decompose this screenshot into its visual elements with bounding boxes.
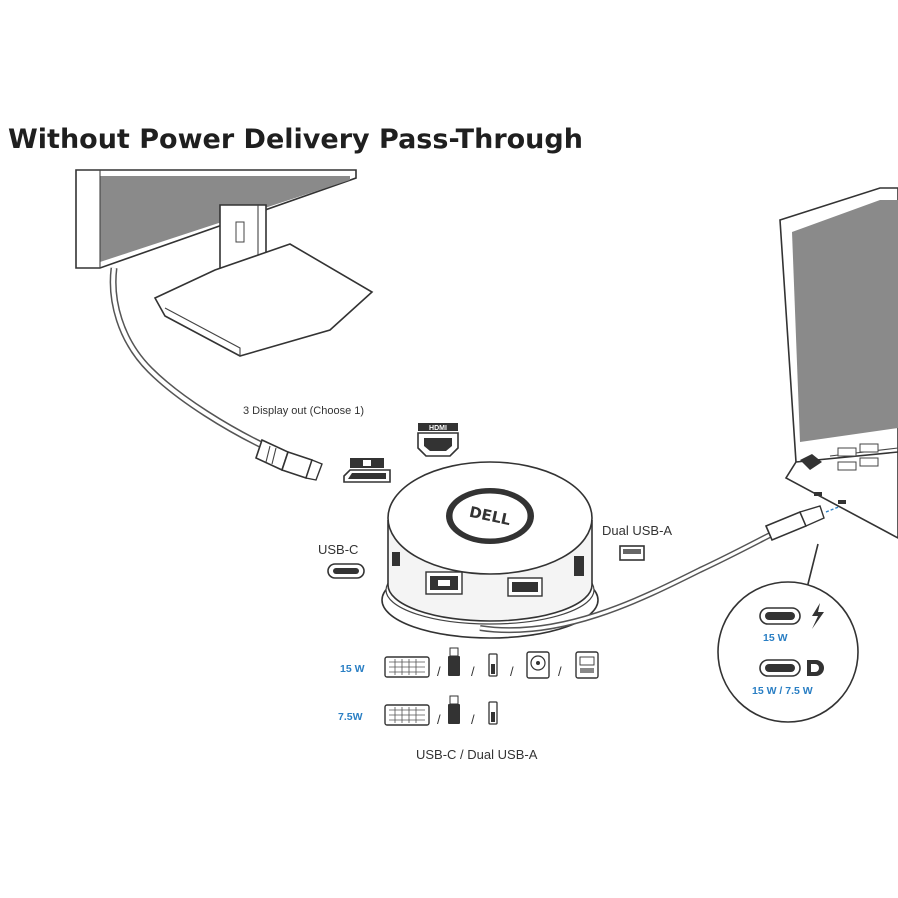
power-row-1-watt: 15 W — [340, 663, 365, 675]
display-connector — [255, 438, 323, 481]
usba-port-icon — [619, 545, 645, 561]
display-out-label: 3 Display out (Choose 1) — [243, 405, 364, 417]
callout-thunderbolt-watt: 15 W — [763, 632, 788, 644]
usbc-port-label: USB-C — [318, 542, 358, 557]
usbc-port-icon — [327, 563, 365, 579]
page-title: Without Power Delivery Pass-Through — [8, 124, 583, 155]
hard-disk-icon — [526, 651, 550, 679]
keyboard-icon — [384, 704, 430, 726]
separator: / — [510, 664, 514, 679]
power-row-1-devices: / / / / — [384, 647, 599, 679]
flash-drive-icon — [448, 647, 460, 676]
port-callout: 15 W 15 W / 7.5 W — [717, 543, 859, 723]
displayport-logo-icon — [807, 660, 824, 676]
small-drive-icon — [488, 701, 498, 725]
ssd-icon — [575, 651, 599, 679]
separator: / — [437, 712, 441, 727]
displayport-icon — [343, 458, 391, 483]
hdmi-badge: HDMI — [429, 425, 447, 432]
separator: / — [471, 664, 475, 679]
power-row-2-watt: 7.5W — [338, 711, 363, 723]
monitor-illustration — [75, 169, 374, 357]
callout-displayport-watt: 15 W / 7.5 W — [752, 685, 813, 697]
laptop-illustration — [779, 187, 898, 539]
small-drive-icon — [488, 653, 498, 677]
flash-drive-icon — [448, 695, 460, 724]
hdmi-port-icon: HDMI — [417, 423, 459, 457]
dual-usba-label: Dual USB-A — [602, 523, 672, 538]
power-caption: USB-C / Dual USB-A — [416, 747, 538, 762]
power-row-2-devices: / / — [384, 695, 498, 727]
separator: / — [471, 712, 475, 727]
separator: / — [558, 664, 562, 679]
usbc-plug — [764, 503, 847, 542]
separator: / — [437, 664, 441, 679]
thunderbolt-icon — [812, 603, 824, 629]
keyboard-icon — [384, 656, 430, 678]
dell-dock-illustration: DELL — [381, 461, 599, 639]
